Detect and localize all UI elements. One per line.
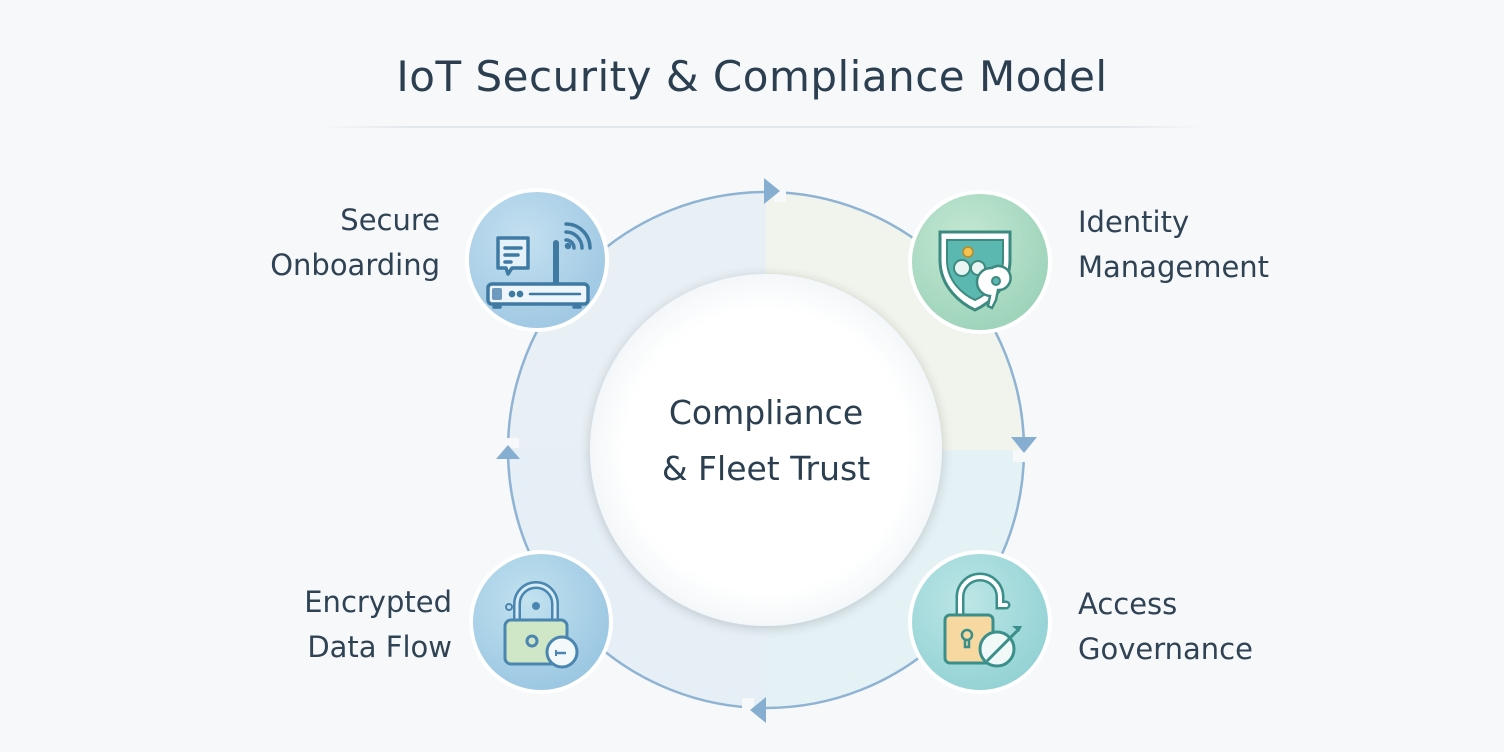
shield-key-icon (938, 230, 1012, 312)
label-line: Identity (1078, 205, 1190, 239)
label-encrypted-data-flow: Encrypted Data Flow (210, 580, 452, 670)
label-line: Governance (1078, 632, 1253, 666)
center-hub (590, 274, 942, 626)
label-line: Data Flow (307, 630, 452, 664)
label-line: Onboarding (270, 248, 440, 282)
node-encrypted-data-flow[interactable] (469, 550, 613, 694)
label-secure-onboarding: Secure Onboarding (200, 198, 440, 288)
arrow-down-icon (1011, 437, 1037, 462)
label-line: Secure (340, 203, 440, 237)
arrow-up-icon (496, 438, 520, 459)
router-wifi-icon (486, 222, 592, 309)
arrow-left-icon (742, 697, 766, 723)
label-line: Access (1078, 587, 1178, 621)
label-identity-management: Identity Management (1078, 200, 1338, 290)
arrow-right-icon (764, 178, 786, 204)
label-line: Encrypted (304, 585, 452, 619)
padlock-key-icon (503, 581, 579, 669)
page-title: IoT Security & Compliance Model (396, 52, 1108, 101)
label-line: Management (1078, 250, 1270, 284)
padlock-pen-icon (943, 572, 1022, 668)
node-identity-management[interactable] (908, 190, 1052, 334)
flow-arrows (496, 178, 1037, 723)
center-label-line1: Compliance (668, 393, 864, 432)
node-secure-onboarding[interactable] (465, 188, 609, 332)
title-divider (320, 126, 1206, 128)
center-label-line2: & Fleet Trust (661, 449, 871, 488)
center-label: Compliance & Fleet Trust (591, 385, 941, 497)
node-access-governance[interactable] (908, 550, 1052, 694)
label-access-governance: Access Governance (1078, 582, 1338, 672)
